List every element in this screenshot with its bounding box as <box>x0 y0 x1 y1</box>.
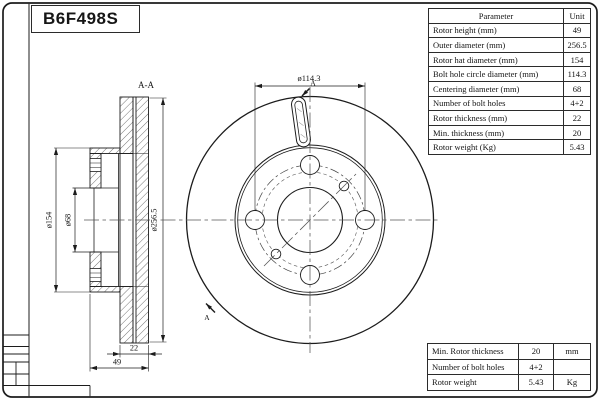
spec-table: Parameter Unit Rotor height (mm) 49 Oute… <box>428 8 591 155</box>
spec-table-row: Bolt hole circle diameter (mm) 114.3 <box>428 66 591 82</box>
spec-value-cell: 256.5 <box>563 37 591 53</box>
summary-parameter-cell: Number of bolt holes <box>427 358 519 376</box>
bolt-hole-section-top <box>89 158 102 172</box>
section-label: A-A <box>138 80 154 90</box>
summary-value-cell: 4+2 <box>518 358 554 376</box>
spec-table-row: Number of bolt holes 4+2 <box>428 95 591 112</box>
summary-table-row: Rotor weight 5.43 Kg <box>427 374 591 391</box>
spec-table-row: Rotor weight (Kg) 5.43 <box>428 139 591 155</box>
spec-header-unit: Unit <box>563 8 591 24</box>
drawing-labels: A-A ø114.3 ø256.5 ø154 ø68 22 49 A A <box>45 73 321 367</box>
spec-header-parameter: Parameter <box>428 8 564 24</box>
spec-value-cell: 49 <box>563 22 591 39</box>
bolt-circle-extension-lines <box>254 82 366 210</box>
section-arrow-label-top: A <box>310 79 316 88</box>
cross-section-view <box>53 96 167 372</box>
dim-thickness-label: 22 <box>130 344 138 353</box>
section-arrow-label-bottom: A <box>204 313 210 322</box>
dim-outer-diameter-label: ø256.5 <box>150 209 159 232</box>
summary-parameter-cell: Min. Rotor thickness <box>427 343 519 360</box>
front-view <box>84 82 438 353</box>
summary-table: Min. Rotor thickness 20 mm Number of bol… <box>427 343 591 391</box>
dimension-arrows <box>53 98 166 371</box>
spec-value-cell: 114.3 <box>563 66 591 82</box>
dim-height-label: 49 <box>113 358 121 367</box>
spec-value-cell: 20 <box>563 124 591 141</box>
spec-value-cell: 22 <box>563 110 591 126</box>
summary-unit-cell <box>553 358 591 376</box>
spec-value-cell: 5.43 <box>563 139 591 155</box>
spec-parameter-cell: Bolt hole circle diameter (mm) <box>428 66 564 82</box>
spec-parameter-cell: Min. thickness (mm) <box>428 124 564 141</box>
spec-parameter-cell: Number of bolt holes <box>428 95 564 112</box>
part-code-box: B6F498S <box>31 5 140 33</box>
spec-table-row: Outer diameter (mm) 256.5 <box>428 37 591 53</box>
spec-parameter-cell: Rotor thickness (mm) <box>428 110 564 126</box>
part-code: B6F498S <box>43 9 119 28</box>
summary-value-cell: 5.43 <box>518 374 554 391</box>
spec-value-cell: 154 <box>563 51 591 68</box>
spec-table-row: Rotor thickness (mm) 22 <box>428 110 591 126</box>
summary-unit-cell: mm <box>553 343 591 360</box>
spec-header-row: Parameter Unit <box>428 8 591 24</box>
spec-table-row: Centering diameter (mm) 68 <box>428 80 591 97</box>
diagonal-centerline <box>263 173 357 267</box>
bolt-circle-dim-arrows <box>255 83 365 89</box>
spec-value-cell: 4+2 <box>563 95 591 112</box>
extension-lines <box>54 97 167 372</box>
vent-slot <box>290 96 312 148</box>
spec-table-row: Min. thickness (mm) 20 <box>428 124 591 141</box>
summary-value-cell: 20 <box>518 343 554 360</box>
spec-value-cell: 68 <box>563 80 591 97</box>
spec-parameter-cell: Rotor height (mm) <box>428 22 564 39</box>
dim-centering-diameter-label: ø68 <box>64 214 73 226</box>
spec-parameter-cell: Rotor hat diameter (mm) <box>428 51 564 68</box>
summary-table-row: Min. Rotor thickness 20 mm <box>427 343 591 360</box>
bolt-hole-section-bottom <box>89 268 102 282</box>
section-cut-marks <box>205 87 311 313</box>
spec-parameter-cell: Outer diameter (mm) <box>428 37 564 53</box>
dim-hat-diameter-label: ø154 <box>45 211 54 228</box>
dim-bolt-circle-label: ø114.3 <box>297 73 320 83</box>
centerlines <box>84 87 438 353</box>
summary-table-row: Number of bolt holes 4+2 <box>427 358 591 376</box>
summary-unit-cell: Kg <box>553 374 591 391</box>
spec-parameter-cell: Centering diameter (mm) <box>428 80 564 97</box>
spec-table-row: Rotor height (mm) 49 <box>428 22 591 39</box>
spec-table-row: Rotor hat diameter (mm) 154 <box>428 51 591 68</box>
spec-parameter-cell: Rotor weight (Kg) <box>428 139 564 155</box>
title-block-grid <box>3 334 91 397</box>
summary-parameter-cell: Rotor weight <box>427 374 519 391</box>
